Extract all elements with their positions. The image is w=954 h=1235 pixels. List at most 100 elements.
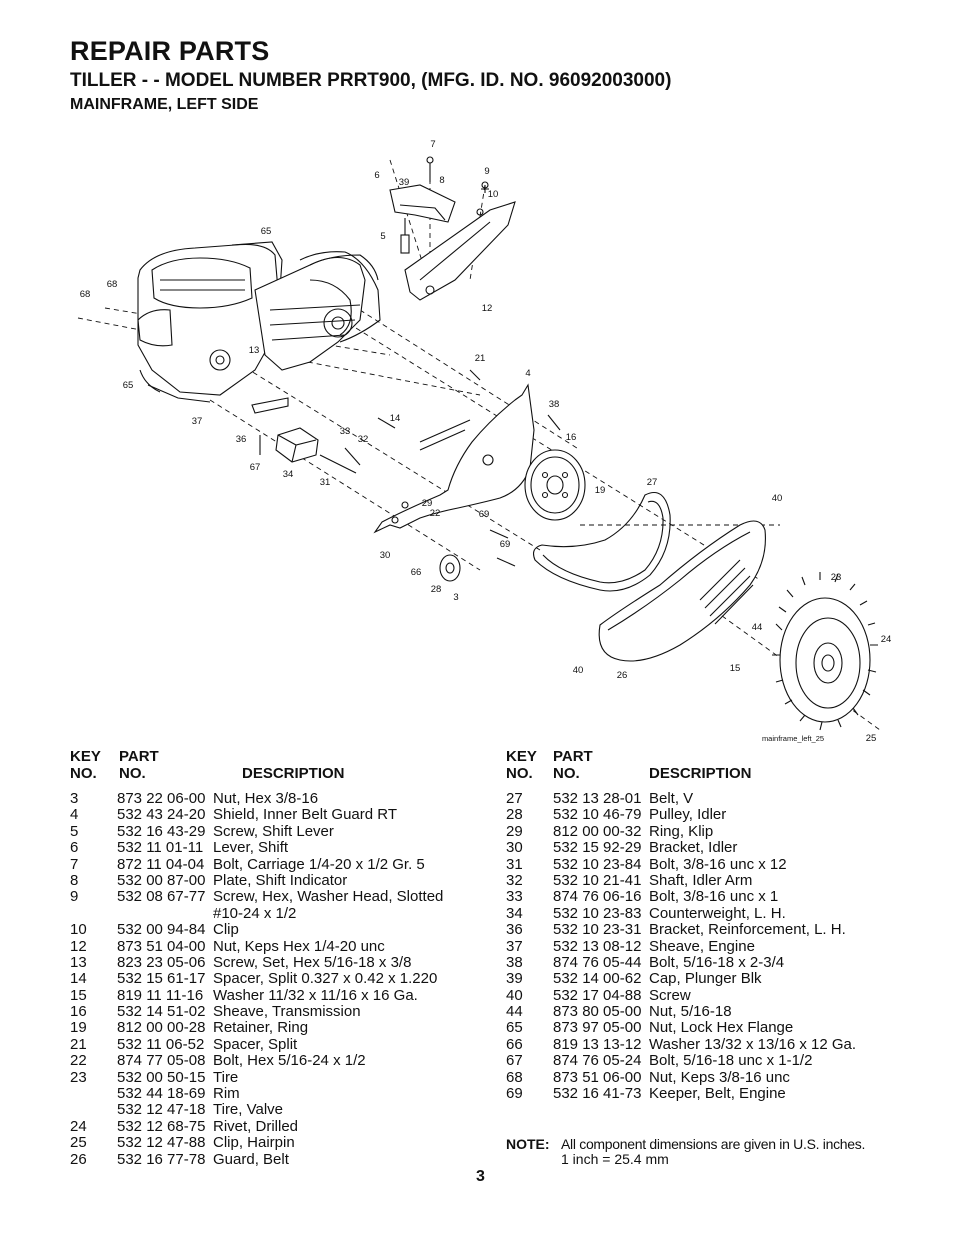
svg-text:4: 4 — [525, 368, 530, 379]
table-row: 38 874 76 05-44 Bolt, 5/16-18 x 2-3/4 — [506, 953, 906, 971]
key-cell: 38 — [506, 953, 523, 971]
part-number-cell: 819 13 13-12 — [553, 1035, 642, 1053]
svg-text:36: 36 — [236, 434, 247, 445]
description-cell: Shield, Inner Belt Guard RT — [213, 806, 397, 824]
part-number-cell: 532 13 28-01 — [553, 790, 642, 807]
part-number-cell: 873 97 05-00 — [553, 1019, 642, 1037]
description-cell: Ring, Klip — [649, 822, 714, 840]
description-cell: Bolt, 5/16-18 x 2-3/4 — [649, 953, 785, 971]
key-cell: 37 — [506, 937, 523, 955]
part-number-cell: 532 10 23-83 — [553, 904, 642, 922]
svg-text:38: 38 — [549, 399, 560, 410]
part-number-cell: 532 10 23-84 — [553, 855, 642, 873]
description-cell: Bolt, 3/8-16 unc x 1 — [649, 888, 779, 906]
svg-text:12: 12 — [482, 303, 493, 314]
wheel-tire — [772, 572, 878, 731]
svg-text:31: 31 — [320, 477, 331, 488]
svg-text:19: 19 — [595, 485, 606, 496]
shift-lever-assembly — [389, 156, 516, 301]
part-number-cell: 532 00 50-15 — [117, 1068, 206, 1086]
key-cell: 22 — [70, 1052, 87, 1070]
table-header-right: KEY NO. PART NO. DESCRIPTION — [506, 748, 906, 783]
description-cell: Plate, Shift Indicator — [213, 871, 348, 889]
svg-text:5: 5 — [380, 231, 385, 242]
description-cell: Bracket, Idler — [649, 839, 738, 857]
part-number-cell: 873 80 05-00 — [553, 1003, 642, 1021]
description-cell: Clip — [213, 921, 239, 939]
key-cell: 5 — [70, 822, 79, 840]
svg-text:24: 24 — [881, 634, 892, 645]
bolts — [259, 369, 561, 567]
description-cell: Guard, Belt — [213, 1150, 289, 1168]
svg-text:39: 39 — [399, 177, 410, 188]
part-number-cell: 532 16 77-78 — [117, 1150, 206, 1168]
key-cell: 39 — [506, 970, 523, 988]
part-number-cell: 812 00 00-32 — [553, 822, 642, 840]
part-number-cell: 532 11 06-52 — [117, 1035, 205, 1053]
exploded-parts-diagram: 7 9 6 39 8 10 65 5 68 68 12 21 13 4 65 3… — [77, 139, 892, 744]
part-number-cell: 532 17 04-88 — [553, 986, 642, 1004]
header-key-no: NO. — [70, 765, 97, 782]
svg-text:25: 25 — [866, 733, 877, 744]
transmission-sheave — [524, 449, 586, 521]
svg-text:67: 67 — [250, 462, 261, 473]
description-cell: Nut, Lock Hex Flange — [649, 1019, 794, 1037]
part-number-cell: 532 00 87-00 — [117, 871, 206, 889]
svg-text:65: 65 — [123, 380, 134, 391]
part-number-cell: 532 00 94-84 — [117, 921, 206, 939]
key-cell: 8 — [70, 871, 79, 889]
svg-text:32: 32 — [358, 434, 369, 445]
svg-text:7: 7 — [430, 139, 435, 150]
key-cell: 19 — [70, 1019, 87, 1037]
frame — [254, 251, 381, 371]
description-cell: Bolt, 3/8-16 unc x 12 — [649, 855, 787, 873]
table-row: 31 532 10 23-84 Bolt, 3/8-16 unc x 12 — [506, 855, 906, 873]
svg-text:10: 10 — [488, 189, 499, 200]
key-cell: 14 — [70, 970, 87, 988]
key-cell: 16 — [70, 1003, 87, 1021]
key-cell: 29 — [506, 822, 523, 840]
description-cell: Shaft, Idler Arm — [649, 871, 753, 889]
key-cell: 28 — [506, 806, 523, 824]
part-number-cell: 532 13 08-12 — [553, 937, 642, 955]
part-number-cell: 532 15 92-29 — [553, 839, 642, 857]
part-number-cell: 872 11 04-04 — [117, 855, 205, 873]
part-number-cell: 532 44 18-69 — [117, 1085, 206, 1103]
note-line-1: All component dimensions are given in U.… — [561, 1136, 866, 1152]
header-part: PART — [119, 748, 159, 765]
page-title: REPAIR PARTS — [70, 36, 270, 66]
description-cell: Counterweight, L. H. — [649, 904, 786, 922]
description-cell: Screw, Hex, Washer Head, Slotted — [213, 888, 444, 906]
svg-text:29: 29 — [422, 498, 433, 509]
description-cell: Screw — [649, 986, 691, 1004]
description-cell: Bolt, 5/16-18 unc x 1-1/2 — [649, 1052, 813, 1070]
key-cell: 31 — [506, 855, 523, 873]
header-part: PART — [553, 748, 593, 765]
part-number-cell: 819 11 11-16 — [117, 986, 204, 1004]
part-number-cell: 812 00 00-28 — [117, 1019, 206, 1037]
svg-text:69: 69 — [479, 509, 490, 520]
part-number-cell: 874 76 05-44 — [553, 953, 642, 971]
svg-text:14: 14 — [390, 413, 401, 424]
page-number: 3 — [476, 1168, 485, 1185]
callout-numbers: 7 9 6 39 8 10 65 5 68 68 12 21 13 4 65 3… — [80, 139, 892, 744]
key-cell: 3 — [70, 790, 79, 807]
description-cell: Nut, Keps 3/8-16 unc — [649, 1068, 790, 1086]
part-number-cell: 873 22 06-00 — [117, 790, 206, 807]
